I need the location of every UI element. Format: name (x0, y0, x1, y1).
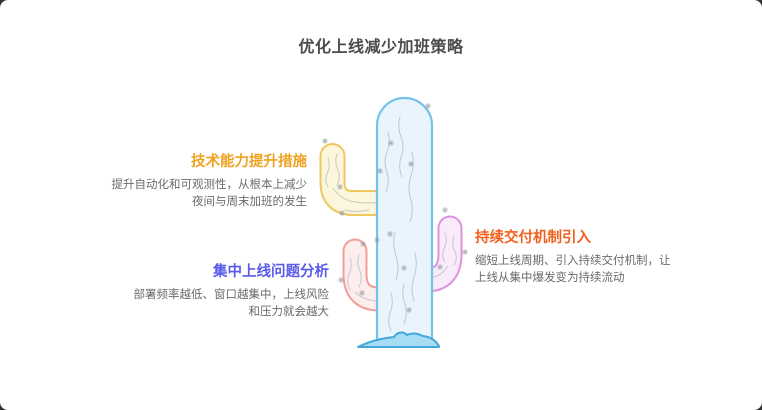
desc-line: 提升自动化和可观测性，从根本上减少 (111, 179, 308, 191)
desc-line: 上线从集中爆发变为持续流动 (475, 272, 625, 284)
section-focus-desc: 部署频率越低、窗口越集中，上线风险 和压力就会越大 (89, 287, 330, 321)
section-tech-desc: 提升自动化和可观测性，从根本上减少 夜间与周末加班的发生 (67, 177, 308, 211)
section-tech-measures: 技术能力提升措施 提升自动化和可观测性，从根本上减少 夜间与周末加班的发生 (67, 153, 308, 211)
page-title: 优化上线减少加班策略 (298, 39, 464, 56)
section-focus-title: 集中上线问题分析 (213, 264, 329, 280)
section-delivery-desc: 缩短上线周期、引入持续交付机制，让 上线从集中爆发变为持续流动 (475, 253, 685, 287)
cactus-trunk (375, 96, 434, 344)
cactus-illustration (319, 96, 469, 348)
desc-line: 和压力就会越大 (248, 306, 330, 318)
desc-line: 缩短上线周期、引入持续交付机制，让 (475, 255, 671, 267)
cactus-arm-yellow (319, 143, 398, 216)
section-continuous-delivery: 持续交付机制引入 缩短上线周期、引入持续交付机制，让 上线从集中爆发变为持续流动 (475, 229, 685, 287)
cactus-base (357, 331, 440, 348)
section-delivery-title: 持续交付机制引入 (475, 230, 591, 246)
section-tech-title: 技术能力提升措施 (191, 154, 307, 170)
desc-line: 夜间与周末加班的发生 (192, 196, 307, 208)
section-focus-analysis: 集中上线问题分析 部署频率越低、窗口越集中，上线风险 和压力就会越大 (89, 263, 330, 321)
desc-line: 部署频率越低、窗口越集中，上线风险 (133, 289, 330, 301)
